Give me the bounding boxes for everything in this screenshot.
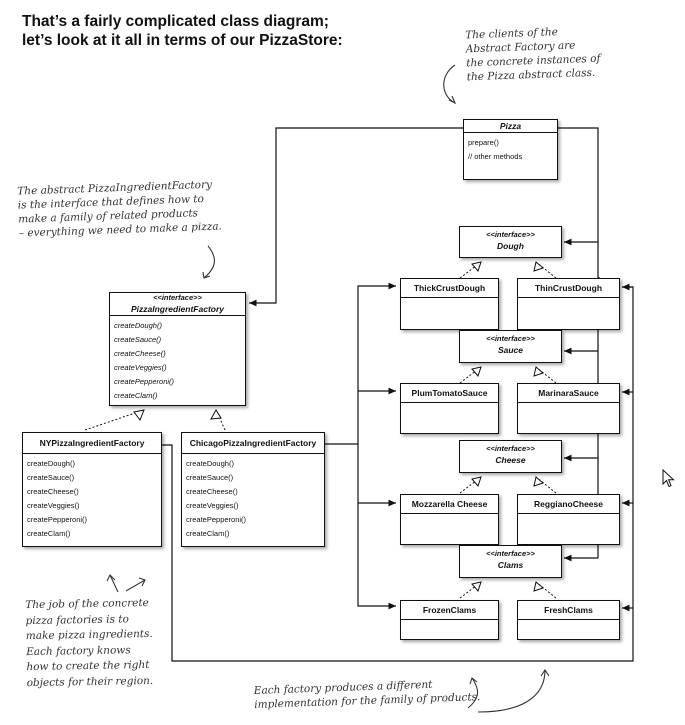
chicago-factory-method: createClam() <box>186 529 230 539</box>
ny-factory-method: createClam() <box>27 529 71 539</box>
factory-method: createClam() <box>114 391 158 401</box>
ny-factory-method: createDough() <box>27 459 75 468</box>
ny-factory-name: NYPizzaIngredientFactory <box>39 438 145 448</box>
cheese-interface: <<interface>>Cheese <box>459 440 562 473</box>
marinara-sauce-class: MarinaraSauce <box>517 383 620 434</box>
fresh-clams-class: FreshClams <box>517 600 620 640</box>
chicago-factory-method: createPepperoni() <box>186 515 247 525</box>
mozzarella-cheese-class: Mozzarella Cheese <box>400 494 499 545</box>
ny-pizza-ingredient-factory-class: NYPizzaIngredientFactory createDough() c… <box>22 432 162 547</box>
ny-factory-method: createPepperoni() <box>27 515 88 525</box>
family-note-arrow-2 <box>477 669 546 713</box>
chicago-pizza-ingredient-factory-class: ChicagoPizzaIngredientFactory createDoug… <box>181 432 325 547</box>
chicago-factory-method: createSauce() <box>186 473 234 483</box>
reggiano-cheese-class: ReggianoCheese <box>517 494 620 545</box>
ny-factory-method: createSauce() <box>27 473 75 483</box>
pizza-uses-factory-line <box>249 127 463 307</box>
pizza-member: // other methods <box>468 152 523 162</box>
factory-method: createVeggies() <box>114 363 167 373</box>
page-heading: That’s a fairly complicated class diagra… <box>22 13 343 49</box>
ny-factory-method: createCheese() <box>27 487 79 497</box>
pizza-ingredient-factory-interface: <<interface>> PizzaIngredientFactory cre… <box>109 292 246 406</box>
dough-interface: <<interface>>Dough <box>459 226 562 258</box>
thick-crust-dough-class: ThickCrustDough <box>400 278 499 330</box>
abstract-factory-note: The abstract PizzaIngredientFactory is t… <box>17 178 223 240</box>
frozen-clams-class: FrozenClams <box>400 600 499 640</box>
clams-interface: <<interface>>Clams <box>459 545 562 578</box>
clients-note: The clients of the Abstract Factory are … <box>465 26 601 84</box>
chicago-factory-method: createVeggies() <box>186 501 239 511</box>
mouse-cursor-icon <box>662 469 675 488</box>
chicago-factory-method: createCheese() <box>186 487 238 497</box>
pizza-class: Pizza prepare() // other methods <box>463 119 558 180</box>
factory-note-arrow <box>203 245 215 279</box>
chicago-factory-method: createDough() <box>186 459 234 468</box>
factory-method: createDough() <box>114 321 162 330</box>
plum-tomato-sauce-class: PlumTomatoSauce <box>400 383 499 434</box>
pizza-class-name: Pizza <box>499 121 522 131</box>
sauce-interface: <<interface>>Sauce <box>459 330 562 363</box>
factory-method: createPepperoni() <box>114 377 175 387</box>
factory-method: createCheese() <box>114 349 166 359</box>
pizza-member: prepare() <box>468 138 499 147</box>
chicago-factory-name: ChicagoPizzaIngredientFactory <box>189 438 317 448</box>
concrete-note-arrow-2 <box>125 579 146 592</box>
ny-factory-method: createVeggies() <box>27 501 80 511</box>
concrete-factories-note: The job of the concrete pizza factories … <box>25 596 154 689</box>
thin-crust-dough-class: ThinCrustDough <box>517 278 620 330</box>
chicago-factory-bus <box>325 282 396 445</box>
factory-method: createSauce() <box>114 335 162 345</box>
family-note-arrow-1 <box>467 677 479 709</box>
concrete-note-arrow-1 <box>109 574 119 593</box>
clients-note-arrow <box>443 64 456 104</box>
pizza-ingredient-factory-name: PizzaIngredientFactory <box>130 304 225 314</box>
